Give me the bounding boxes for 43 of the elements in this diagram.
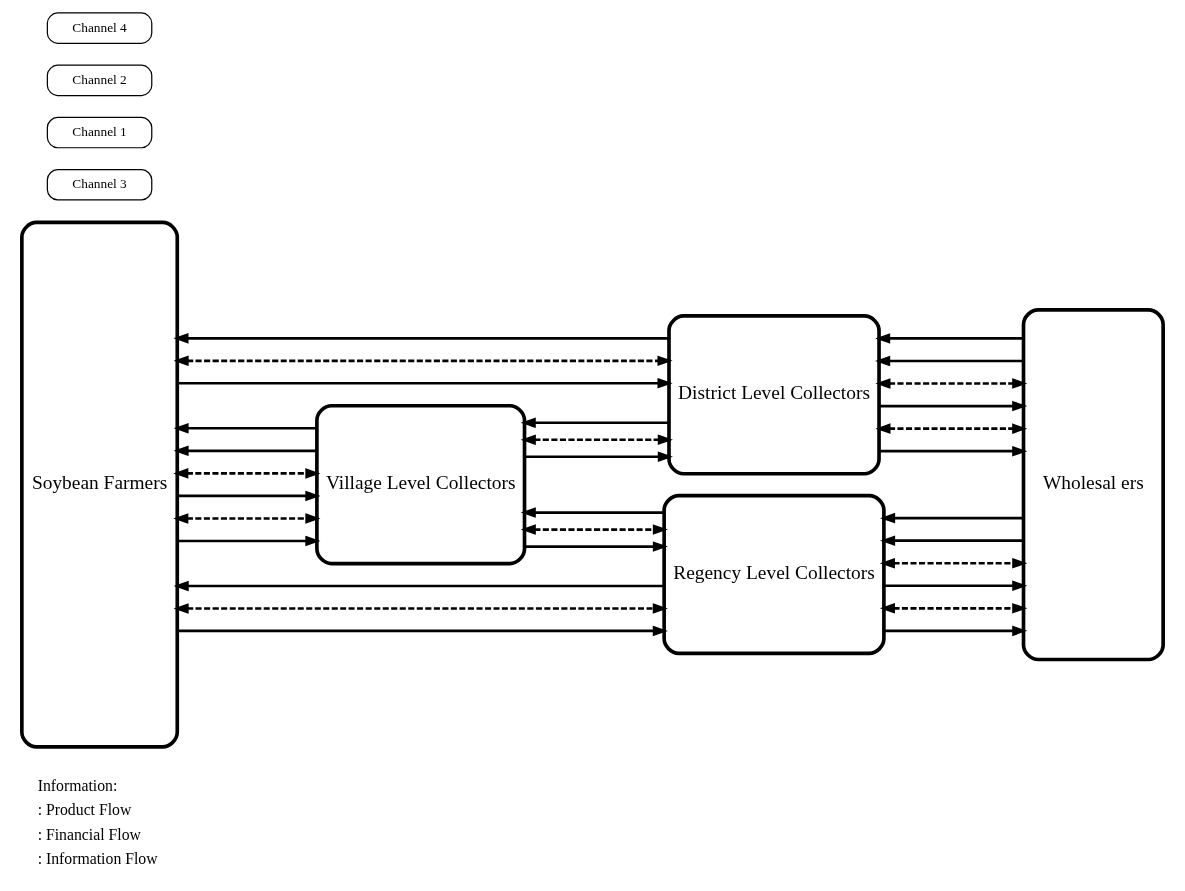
arrow xyxy=(173,580,664,592)
arrow xyxy=(173,513,321,524)
arrow xyxy=(880,535,1024,546)
arrow xyxy=(177,535,321,547)
arrow xyxy=(879,400,1028,412)
arrow xyxy=(177,490,321,502)
node-box: Channel 3 xyxy=(46,169,153,201)
arrow xyxy=(875,333,1024,344)
label: Information: xyxy=(37,777,118,795)
arrow xyxy=(173,445,317,457)
legend-label: : Information Flow xyxy=(37,849,158,867)
arrow xyxy=(880,512,1024,524)
arrow xyxy=(875,355,1024,367)
node-box: Soybean Farmers xyxy=(20,220,180,749)
node-box: Wholesal ers xyxy=(1021,308,1165,662)
arrow xyxy=(879,557,1028,569)
arrow xyxy=(177,378,673,389)
arrow xyxy=(883,580,1028,592)
arrow xyxy=(879,445,1028,457)
arrow xyxy=(520,434,673,445)
node-box: Channel 2 xyxy=(46,64,153,97)
arrow xyxy=(520,417,669,428)
node-box: District Level Collectors xyxy=(667,314,881,476)
arrow xyxy=(173,333,669,344)
arrow xyxy=(875,423,1028,434)
arrow xyxy=(524,541,668,552)
node-box: Village Level Collectors xyxy=(315,403,527,566)
arrow xyxy=(173,355,673,367)
legend-label: : Financial Flow xyxy=(37,825,141,843)
arrow xyxy=(177,625,668,637)
arrow xyxy=(520,507,664,518)
arrow xyxy=(875,378,1028,389)
arrow xyxy=(883,625,1028,637)
arrow xyxy=(173,423,317,434)
node-box: Channel 4 xyxy=(46,12,153,44)
legend-label: : Product Flow xyxy=(37,801,132,819)
arrow xyxy=(173,603,668,614)
arrow xyxy=(524,451,673,462)
node-box: Regency Level Collectors xyxy=(662,493,886,656)
arrow xyxy=(520,524,668,535)
arrow xyxy=(879,603,1028,614)
node-box: Channel 1 xyxy=(46,116,153,149)
arrow xyxy=(173,468,321,479)
